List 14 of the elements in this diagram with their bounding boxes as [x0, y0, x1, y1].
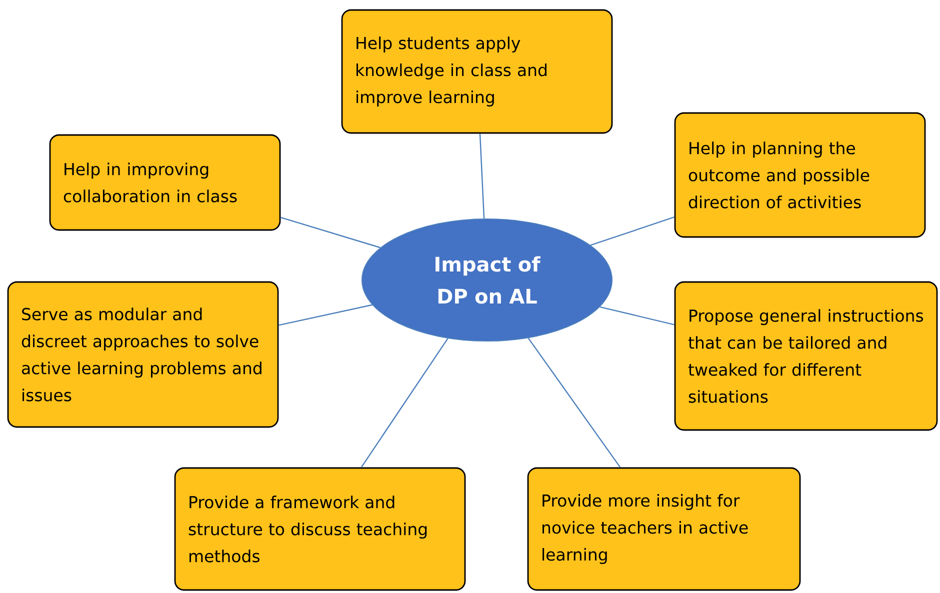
connector-line	[280, 216, 380, 248]
connector-line	[479, 134, 485, 219]
connector-line	[590, 216, 674, 246]
connector-line	[278, 304, 372, 326]
connector-line	[600, 306, 674, 326]
text-box: Help in planning the outcome and possible direction of activities	[674, 112, 926, 238]
text-box: Serve as modular and discreet approaches to solve active learning problems and issues	[7, 281, 279, 428]
connector-line	[360, 338, 448, 468]
text-box: Provide a framework and structure to discuss teaching methods	[174, 467, 466, 591]
text-box: Help students apply knowledge in class and improve learning	[341, 9, 613, 134]
text-box: Provide more insight for novice teachers in active learning	[527, 467, 801, 591]
text-box: Help in improving collaboration in class	[49, 134, 281, 231]
connector-line	[528, 338, 621, 468]
text-box: Propose general instructions that can be tailored and tweaked for different situations	[674, 281, 938, 431]
